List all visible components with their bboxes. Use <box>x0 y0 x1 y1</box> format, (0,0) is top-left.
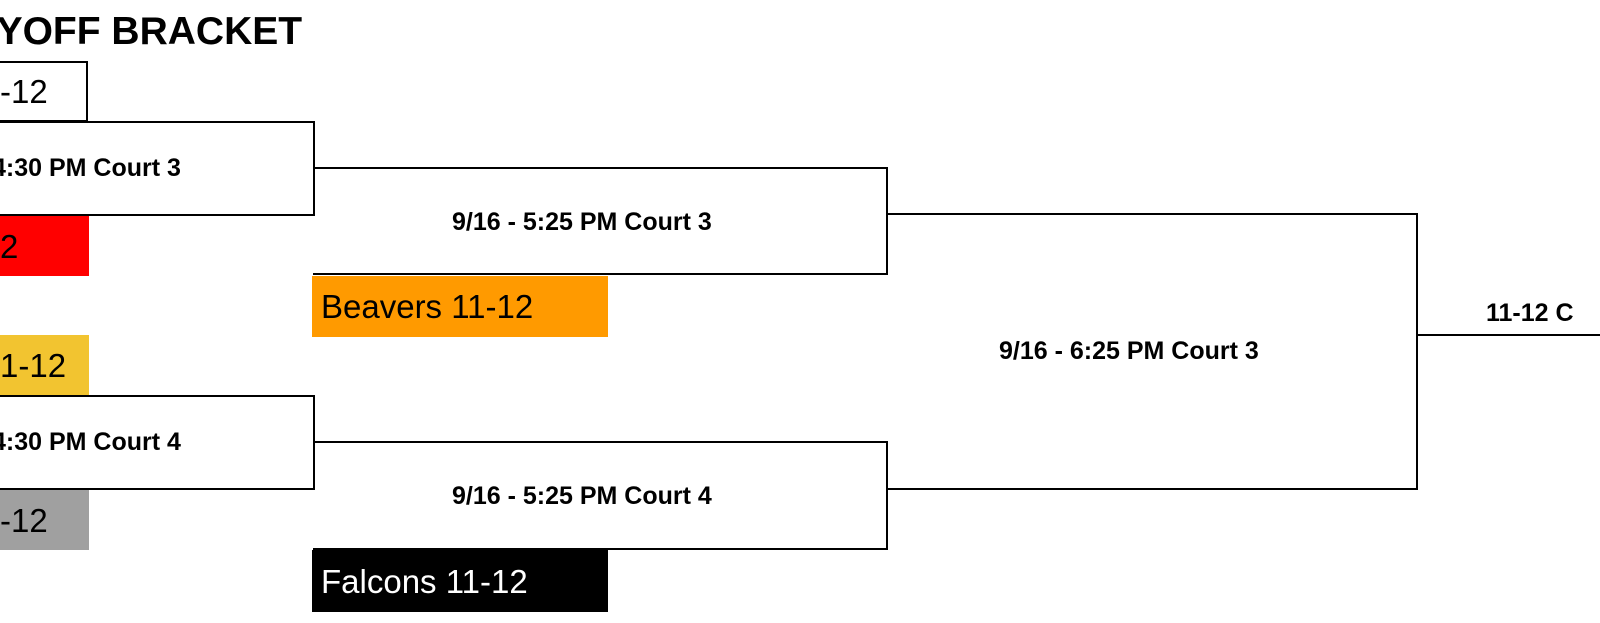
final-game-label: 9/16 - 6:25 PM Court 3 <box>999 337 1259 365</box>
semi-game-box-b <box>313 441 888 550</box>
team-label: 2 <box>0 227 19 265</box>
page-title: AYOFF BRACKET <box>0 10 303 53</box>
team-label: 1-12 <box>0 346 67 384</box>
final-game-box <box>886 213 1418 490</box>
team-slot-r1-yellow: 1-12 <box>0 335 89 395</box>
semi-game-label-a: 9/16 - 5:25 PM Court 3 <box>452 208 712 236</box>
team-slot-r1-red: 2 <box>0 216 89 276</box>
semi-game-box-a <box>313 167 888 275</box>
team-slot-r1-gray: -12 <box>0 490 89 550</box>
r1-game-label-b: 4:30 PM Court 4 <box>0 428 181 456</box>
team-slot-falcons: Falcons 11-12 <box>312 550 608 612</box>
team-label: Falcons 11-12 <box>321 562 528 600</box>
team-label: -12 <box>0 73 48 110</box>
team-slot-beavers: Beavers 11-12 <box>312 276 608 337</box>
team-label: -12 <box>0 501 48 539</box>
championship-label: 11-12 C <box>1486 299 1574 327</box>
r1-game-label-a: 4:30 PM Court 3 <box>0 154 181 182</box>
team-label: Beavers 11-12 <box>321 288 534 325</box>
team-slot-r1-top: -12 <box>0 61 88 122</box>
semi-game-label-b: 9/16 - 5:25 PM Court 4 <box>452 482 712 510</box>
championship-connector <box>1416 334 1600 336</box>
